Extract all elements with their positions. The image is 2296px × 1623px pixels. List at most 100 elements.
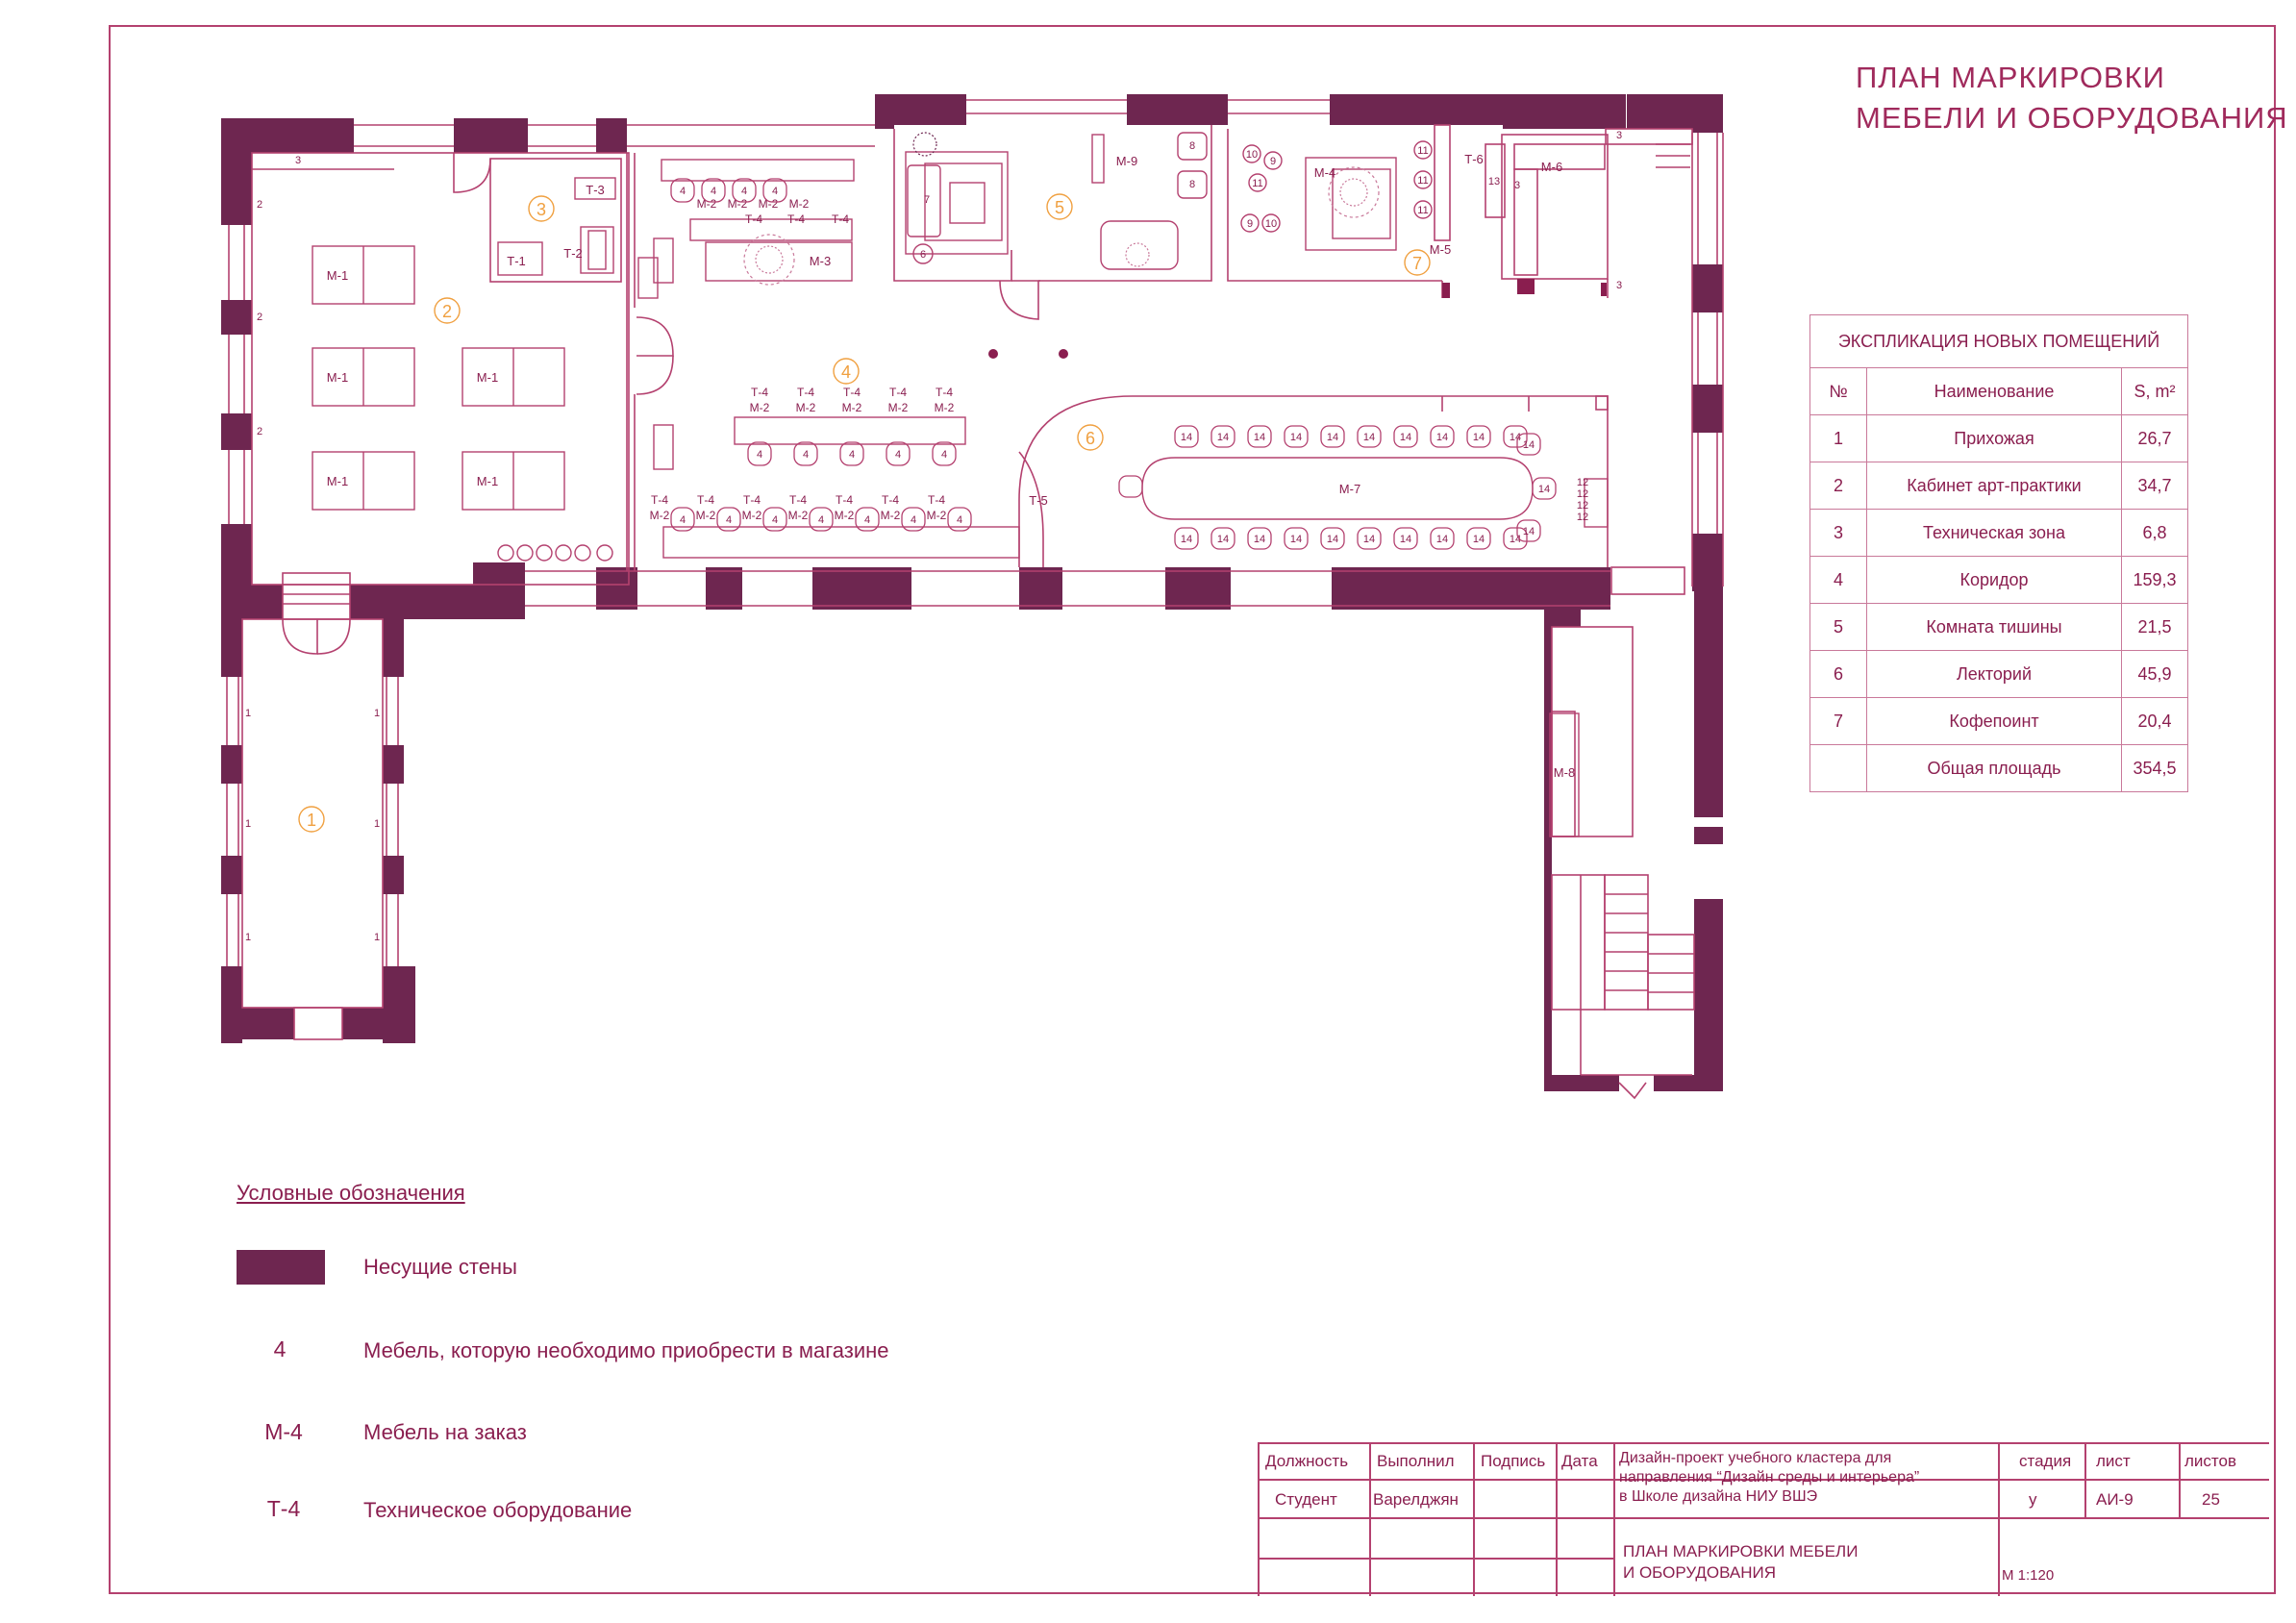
furniture-mark: М-2 xyxy=(881,509,901,522)
svg-text:9: 9 xyxy=(1270,156,1276,167)
chair xyxy=(1357,425,1382,448)
room-number-7: 7 xyxy=(1412,254,1422,273)
col-name-header: Наименование xyxy=(1866,367,2122,415)
seat xyxy=(855,507,880,532)
dots xyxy=(988,279,1607,359)
svg-text:1: 1 xyxy=(245,932,251,943)
svg-text:12: 12 xyxy=(1577,512,1588,523)
bearing-walls xyxy=(221,94,1723,1091)
svg-text:8: 8 xyxy=(1189,140,1195,152)
chair xyxy=(1466,425,1491,448)
title-block: Должность Выполнил Подпись Дата Студент … xyxy=(1258,1442,2269,1596)
chair-number: 14 xyxy=(1538,484,1550,495)
chair-number: 14 xyxy=(1436,534,1448,545)
seat-number: 4 xyxy=(864,514,870,526)
furniture-mark: М-2 xyxy=(696,509,716,522)
mark-m1-c: М-1 xyxy=(477,370,498,385)
stamp-project-line-2: направления “Дизайн среды и интерьера” xyxy=(1619,1469,1920,1486)
chair xyxy=(1320,425,1345,448)
chair xyxy=(1174,527,1199,550)
legend-item-store: Мебель, которую необходимо приобрести в … xyxy=(363,1338,889,1362)
room-number-5: 5 xyxy=(1055,198,1064,217)
legend-code-custom: М-4 xyxy=(264,1419,303,1444)
svg-text:12: 12 xyxy=(1577,488,1588,500)
svg-text:3: 3 xyxy=(1616,280,1622,291)
svg-text:7: 7 xyxy=(924,194,930,206)
svg-text:10: 10 xyxy=(1265,218,1277,230)
mark-m1-d: М-1 xyxy=(327,474,348,488)
furniture-mark: М-2 xyxy=(927,509,947,522)
explication-cell-num: 4 xyxy=(1809,556,1867,604)
explication-cell-area: 6,8 xyxy=(2121,509,2188,557)
mark-m4: М-4 xyxy=(1314,165,1335,180)
thin-lines xyxy=(226,99,1724,1100)
mark-m5: М-5 xyxy=(1430,242,1451,257)
chair xyxy=(1503,527,1528,550)
furniture-mark: М-2 xyxy=(728,197,748,211)
explication-cell-num: 5 xyxy=(1809,603,1867,651)
svg-text:11: 11 xyxy=(1417,205,1428,216)
stamp-stage-label: стадия xyxy=(2019,1452,2072,1470)
explication-cell-num: 7 xyxy=(1809,697,1867,745)
chair xyxy=(1357,527,1382,550)
chair xyxy=(1466,527,1491,550)
explication-cell-area: 20,4 xyxy=(2121,697,2188,745)
seat-number: 4 xyxy=(680,186,686,197)
furniture-mark: М-2 xyxy=(796,401,816,414)
mark-m7: М-7 xyxy=(1339,482,1360,496)
furniture-mark: Т-4 xyxy=(882,493,899,507)
svg-text:1: 1 xyxy=(374,932,380,943)
seat-number: 4 xyxy=(957,514,962,526)
mark-t5: Т-5 xyxy=(1029,493,1048,508)
chair xyxy=(1284,527,1309,550)
chair-number: 14 xyxy=(1363,534,1375,545)
stamp-scale: М 1:120 xyxy=(2002,1567,2055,1584)
chair-number: 14 xyxy=(1217,534,1229,545)
explication-cell-num: 2 xyxy=(1809,462,1867,510)
stamp-position-label: Должность xyxy=(1265,1452,1349,1470)
explication-cell-area: 21,5 xyxy=(2121,603,2188,651)
furniture-mark: Т-4 xyxy=(832,212,849,226)
seat xyxy=(747,441,772,466)
mark-m9: М-9 xyxy=(1116,154,1137,168)
mark-t3: Т-3 xyxy=(586,183,605,197)
chair xyxy=(1516,433,1541,456)
svg-text:10: 10 xyxy=(1246,149,1258,161)
seat xyxy=(793,441,818,466)
chair-number: 14 xyxy=(1510,432,1521,443)
chair-number: 14 xyxy=(1473,534,1485,545)
chair xyxy=(1430,527,1455,550)
seat xyxy=(762,507,787,532)
room-number-2: 2 xyxy=(442,302,452,321)
title-line-2: МЕБЕЛИ И ОБОРУДОВАНИЯ xyxy=(1856,101,2288,135)
stamp-project-line-3: в Школе дизайна НИУ ВШЭ xyxy=(1619,1488,1818,1505)
legend-code-tech: Т-4 xyxy=(266,1496,301,1521)
stamp-signature-label: Подпись xyxy=(1481,1452,1546,1470)
sheet-frame xyxy=(109,25,2276,1594)
furniture-mark: М-2 xyxy=(835,509,855,522)
mark-m1-a: М-1 xyxy=(327,268,348,283)
furniture-mark: Т-4 xyxy=(797,386,814,399)
chair-number: 14 xyxy=(1181,432,1192,443)
explication-cell-area: 45,9 xyxy=(2121,650,2188,698)
svg-text:1: 1 xyxy=(374,818,380,830)
furniture-mark: Т-4 xyxy=(789,493,807,507)
stamp-sheets-value: 25 xyxy=(2202,1490,2220,1509)
seat xyxy=(716,507,741,532)
explication-cell-num: 3 xyxy=(1809,509,1867,557)
stamp-performed-label: Выполнил xyxy=(1377,1452,1455,1470)
chair-number: 14 xyxy=(1254,432,1265,443)
svg-text:11: 11 xyxy=(1417,145,1428,157)
seat-number: 4 xyxy=(726,514,732,526)
furniture-mark: Т-4 xyxy=(787,212,805,226)
seat-number: 4 xyxy=(711,186,716,197)
chair xyxy=(1247,425,1272,448)
seat xyxy=(701,178,726,203)
svg-text:3: 3 xyxy=(295,155,301,166)
chair xyxy=(1284,425,1309,448)
seat xyxy=(732,178,757,203)
svg-text:2: 2 xyxy=(257,426,262,437)
